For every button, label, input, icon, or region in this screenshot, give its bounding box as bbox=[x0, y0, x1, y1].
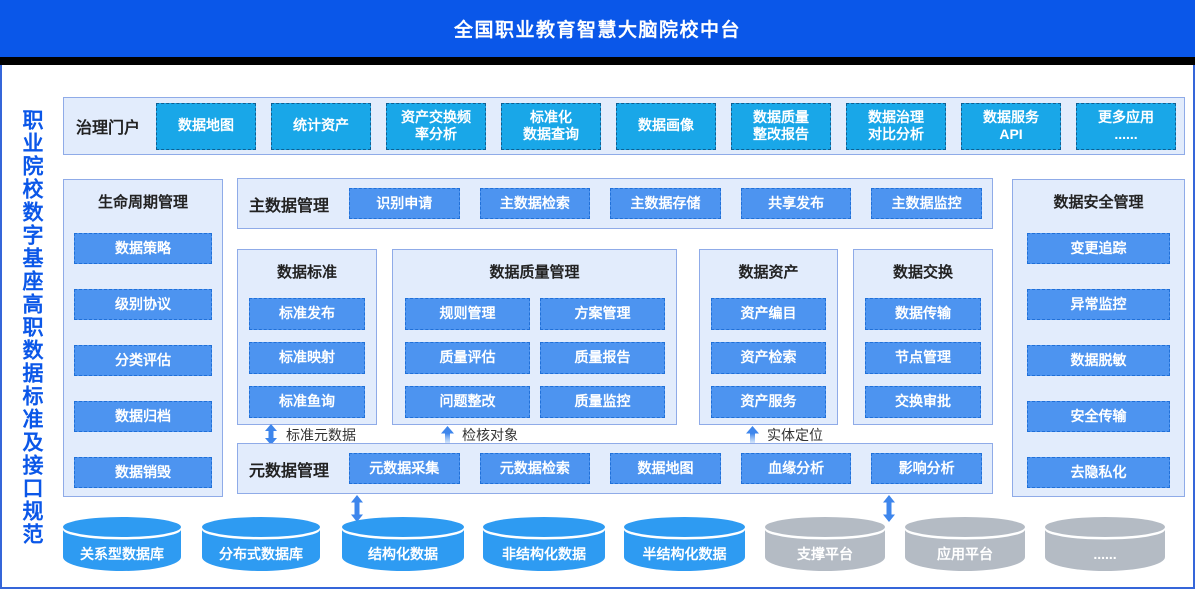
btn-metadata-collect: 元数据采集 bbox=[349, 453, 460, 484]
data-quality-panel: 数据质量管理 规则管理 方案管理 质量评估 质量报告 问题整改 质量监控 bbox=[392, 249, 677, 425]
data-quality-grid: 规则管理 方案管理 质量评估 质量报告 问题整改 质量监控 bbox=[405, 298, 665, 418]
btn-secure-transfer: 安全传输 bbox=[1027, 401, 1170, 432]
btn-impact-analysis: 影响分析 bbox=[871, 453, 982, 484]
data-asset-panel: 数据资产 资产编目 资产检索 资产服务 bbox=[699, 249, 838, 425]
btn-deprivacy: 去隐私化 bbox=[1027, 457, 1170, 488]
data-standard-title: 数据标准 bbox=[276, 264, 337, 281]
connector-standard-metadata: 标准元数据 bbox=[264, 424, 356, 445]
data-asset-title: 数据资产 bbox=[738, 264, 799, 281]
btn-identify-apply: 识别申请 bbox=[349, 188, 460, 219]
btn-quality-report: 质量报告 bbox=[540, 342, 665, 374]
page-title: 全国职业教育智慧大脑院校中台 bbox=[453, 20, 741, 41]
cylinder-more: ...... bbox=[1045, 517, 1165, 571]
btn-lineage-analysis: 血缘分析 bbox=[740, 453, 852, 484]
connector-check-object: 检核对象 bbox=[441, 425, 518, 445]
cylinder-top bbox=[483, 517, 605, 537]
metadata-panel: 元数据管理 元数据采集 元数据检索 数据地图 血缘分析 影响分析 bbox=[237, 443, 993, 494]
cylinder-top bbox=[63, 517, 181, 537]
btn-data-strategy: 数据策略 bbox=[74, 233, 212, 264]
data-quality-title: 数据质量管理 bbox=[489, 264, 580, 281]
btn-asset-service: 资产服务 bbox=[711, 386, 826, 418]
data-exchange-panel: 数据交换 数据传输 节点管理 交换审批 bbox=[853, 249, 993, 425]
btn-asset-search: 资产检索 bbox=[711, 342, 826, 374]
lifecycle-panel: 生命周期管理 数据策略 级别协议 分类评估 数据归档 数据销毁 bbox=[63, 179, 223, 497]
up-down-arrow-icon bbox=[351, 495, 363, 522]
up-arrow-icon bbox=[441, 425, 454, 445]
btn-classify-evaluate: 分类评估 bbox=[74, 345, 212, 376]
cylinder-unstructured-data: 非结构化数据 bbox=[483, 517, 605, 571]
btn-metadata-search: 元数据检索 bbox=[479, 453, 591, 484]
btn-plan-management: 方案管理 bbox=[540, 298, 665, 330]
cylinder-top bbox=[624, 517, 745, 537]
connector-label: 标准元数据 bbox=[286, 426, 356, 443]
cylinder-top bbox=[1045, 517, 1165, 537]
portal-buttons: 数据地图 统计资产 资产交换频 率分析 标准化 数据查询 数据画像 数据质量 整… bbox=[156, 102, 1176, 150]
cylinder-top bbox=[905, 517, 1025, 537]
up-down-arrow-icon bbox=[883, 495, 895, 522]
btn-node-management: 节点管理 bbox=[865, 342, 981, 374]
btn-asset-catalog: 资产编目 bbox=[711, 298, 826, 330]
data-security-title: 数据安全管理 bbox=[1053, 194, 1144, 211]
master-data-label: 主数据管理 bbox=[249, 197, 330, 215]
btn-data-archive: 数据归档 bbox=[74, 401, 212, 432]
data-security-panel: 数据安全管理 变更追踪 异常监控 数据脱敏 安全传输 去隐私化 bbox=[1012, 179, 1185, 497]
btn-change-tracking: 变更追踪 bbox=[1027, 233, 1170, 264]
btn-governance-compare: 数据治理 对比分析 bbox=[846, 102, 946, 150]
btn-share-publish: 共享发布 bbox=[740, 188, 852, 219]
title-divider bbox=[0, 57, 1195, 65]
master-data-panel: 主数据管理 识别申请 主数据检索 主数据存储 共享发布 主数据监控 bbox=[237, 178, 993, 229]
up-down-arrow-icon bbox=[265, 424, 277, 445]
btn-exchange-approve: 交换审批 bbox=[865, 386, 981, 418]
cylinder-top bbox=[202, 517, 320, 537]
btn-more-apps: 更多应用 ...... bbox=[1076, 102, 1176, 150]
cylinder-distributed-db: 分布式数据库 bbox=[202, 517, 320, 571]
btn-anomaly-monitor: 异常监控 bbox=[1027, 289, 1170, 320]
btn-data-map: 数据地图 bbox=[156, 102, 256, 150]
btn-standard-mapping: 标准映射 bbox=[249, 342, 365, 374]
master-data-buttons: 识别申请 主数据检索 主数据存储 共享发布 主数据监控 bbox=[349, 188, 982, 219]
btn-data-service-api: 数据服务 API bbox=[961, 102, 1061, 150]
cylinder-relational-db: 关系型数据库 bbox=[63, 517, 181, 571]
btn-standard-query: 标准化 数据查询 bbox=[501, 102, 601, 150]
btn-data-masking: 数据脱敏 bbox=[1027, 345, 1170, 376]
portal-label: 治理门户 bbox=[76, 120, 141, 137]
portal-panel: 治理门户 数据地图 统计资产 资产交换频 率分析 标准化 数据查询 数据画像 数… bbox=[63, 97, 1185, 155]
btn-quality-monitor: 质量监控 bbox=[540, 386, 665, 418]
connector-entity-locate: 实体定位 bbox=[746, 425, 823, 445]
metadata-buttons: 元数据采集 元数据检索 数据地图 血缘分析 影响分析 bbox=[349, 453, 982, 484]
data-standard-panel: 数据标准 标准发布 标准映射 标准鱼询 bbox=[237, 249, 377, 425]
btn-data-transfer: 数据传输 bbox=[865, 298, 981, 330]
lifecycle-title: 生命周期管理 bbox=[97, 194, 188, 211]
connector-label: 实体定位 bbox=[767, 427, 823, 443]
cylinder-structured-data: 结构化数据 bbox=[342, 517, 464, 571]
btn-issue-rectify: 问题整改 bbox=[405, 386, 530, 418]
cylinder-top bbox=[765, 517, 885, 537]
data-exchange-title: 数据交换 bbox=[892, 264, 953, 281]
btn-standard-inquiry: 标准鱼询 bbox=[249, 386, 365, 418]
btn-data-profile: 数据画像 bbox=[616, 102, 716, 150]
connector-label: 检核对象 bbox=[462, 427, 518, 443]
up-arrow-icon bbox=[746, 425, 759, 445]
btn-master-monitor: 主数据监控 bbox=[871, 188, 982, 219]
cylinder-semistructured-data: 半结构化数据 bbox=[624, 517, 745, 571]
btn-rule-management: 规则管理 bbox=[405, 298, 530, 330]
btn-metadata-data-map: 数据地图 bbox=[610, 453, 721, 484]
btn-exchange-frequency: 资产交换频 率分析 bbox=[386, 102, 486, 150]
title-bar: 全国职业教育智慧大脑院校中台 bbox=[0, 0, 1195, 57]
btn-level-agreement: 级别协议 bbox=[74, 289, 212, 320]
cylinder-app-platform: 应用平台 bbox=[905, 517, 1025, 571]
side-vertical-label: 职业院校数字基座高职数据标准及接口规范 bbox=[20, 108, 43, 546]
btn-quality-rectify-report: 数据质量 整改报告 bbox=[731, 102, 831, 150]
cylinder-top bbox=[342, 517, 464, 537]
cylinder-support-platform: 支撑平台 bbox=[765, 517, 885, 571]
btn-master-store: 主数据存储 bbox=[610, 188, 721, 219]
btn-master-search: 主数据检索 bbox=[479, 188, 591, 219]
metadata-label: 元数据管理 bbox=[249, 462, 330, 480]
btn-standard-publish: 标准发布 bbox=[249, 298, 365, 330]
btn-quality-evaluate: 质量评估 bbox=[405, 342, 530, 374]
btn-stat-assets: 统计资产 bbox=[271, 102, 371, 150]
btn-data-destroy: 数据销毁 bbox=[74, 457, 212, 488]
